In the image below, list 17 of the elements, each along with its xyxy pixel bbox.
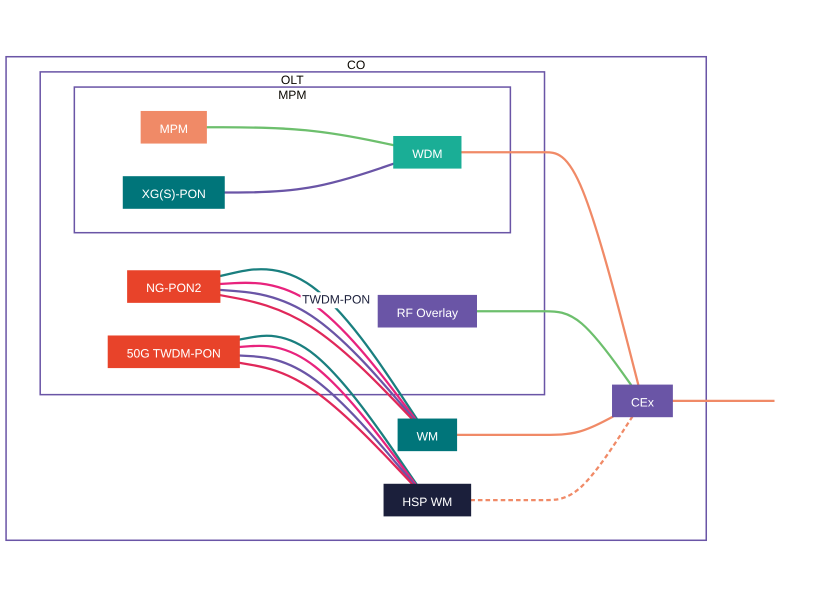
connector (672, 400, 775, 402)
connector (456, 415, 614, 436)
node-box: NG-PON2 (127, 270, 220, 303)
node-box: 50G TWDM-PON (108, 335, 240, 368)
connector (206, 126, 394, 146)
edge-label: TWDM-PON (302, 292, 370, 307)
node-box: HSP WM (384, 484, 472, 516)
node-box: WM (398, 418, 458, 452)
node-box: XG(S)-PON (122, 176, 225, 209)
connector (460, 151, 640, 386)
connector (224, 162, 394, 194)
connector (470, 416, 634, 502)
connector (476, 310, 632, 386)
node-box: MPM (140, 110, 207, 144)
node-box: CEx (612, 384, 673, 418)
node-box: RF Overlay (378, 294, 477, 328)
node-box: WDM (393, 136, 462, 169)
